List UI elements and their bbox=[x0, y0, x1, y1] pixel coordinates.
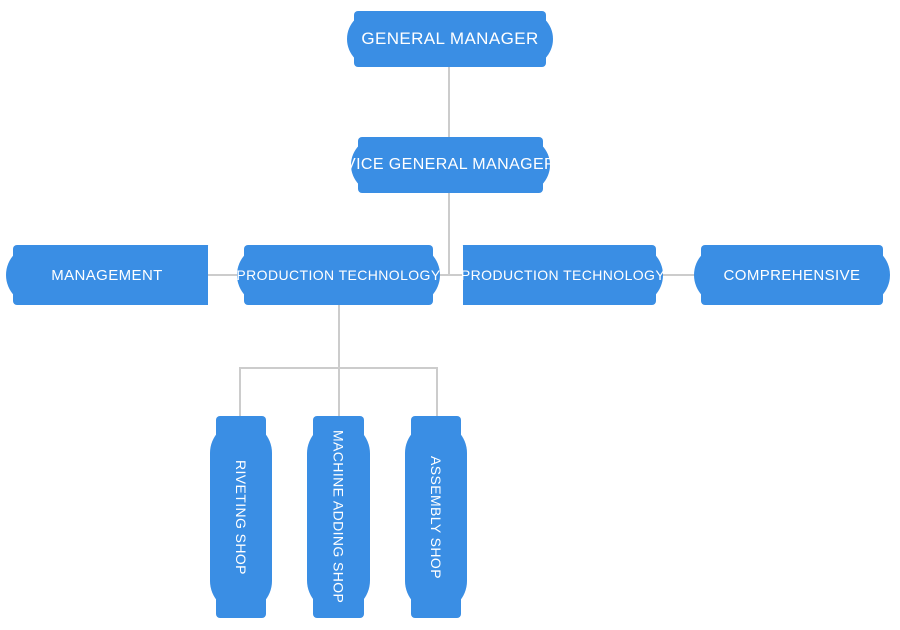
node-label-assembly-shop: ASSEMBLY SHOP bbox=[428, 455, 444, 579]
node-label-management: MANAGEMENT bbox=[51, 266, 163, 284]
connector-pt-left-to-children bbox=[338, 304, 340, 418]
node-label-machine-adding-shop: MACHINE ADDING SHOP bbox=[330, 430, 347, 604]
node-label-production-technology-left: PRODUCTION TECHNOLOGY bbox=[236, 267, 441, 283]
node-comprehensive[interactable]: COMPREHENSIVE bbox=[694, 245, 890, 305]
node-machine-adding-shop[interactable]: MACHINE ADDING SHOP bbox=[307, 416, 370, 618]
node-label-riveting-shop: RIVETING SHOP bbox=[233, 459, 249, 575]
connector-drop-assembly bbox=[436, 367, 438, 418]
node-assembly-shop[interactable]: ASSEMBLY SHOP bbox=[405, 416, 467, 618]
connector-drop-riveting bbox=[239, 367, 241, 418]
node-riveting-shop[interactable]: RIVETING SHOP bbox=[210, 416, 272, 618]
node-label-comprehensive: COMPREHENSIVE bbox=[723, 266, 861, 284]
node-label-general-manager: GENERAL MANAGER bbox=[361, 29, 539, 48]
node-production-technology-left[interactable]: PRODUCTION TECHNOLOGY bbox=[236, 245, 441, 305]
node-shape-tab bbox=[313, 416, 364, 618]
node-general-manager[interactable]: GENERAL MANAGER bbox=[347, 11, 553, 67]
node-shape-tab bbox=[411, 416, 461, 618]
node-shape-tab bbox=[244, 245, 433, 305]
connector-children-spine bbox=[239, 367, 438, 369]
node-vice-general-manager[interactable]: VICE GENERAL MANAGER bbox=[345, 137, 557, 193]
node-label-vice-general-manager: VICE GENERAL MANAGER bbox=[345, 156, 557, 173]
node-shape-tab bbox=[354, 11, 546, 67]
connector-gm-to-vgm bbox=[448, 67, 450, 138]
node-label-production-technology-right: PRODUCTION TECHNOLOGY bbox=[460, 267, 666, 283]
node-shape-tab bbox=[463, 245, 656, 305]
node-shape-tab bbox=[701, 245, 883, 305]
connector-row-spine bbox=[207, 274, 695, 276]
node-management[interactable]: MANAGEMENT bbox=[6, 245, 208, 305]
node-shape-tab bbox=[358, 137, 543, 193]
connector-vgm-to-row-spine bbox=[448, 193, 450, 275]
node-shape-tab bbox=[13, 245, 208, 305]
node-shape-tab bbox=[216, 416, 266, 618]
node-production-technology-right[interactable]: PRODUCTION TECHNOLOGY bbox=[460, 245, 666, 305]
